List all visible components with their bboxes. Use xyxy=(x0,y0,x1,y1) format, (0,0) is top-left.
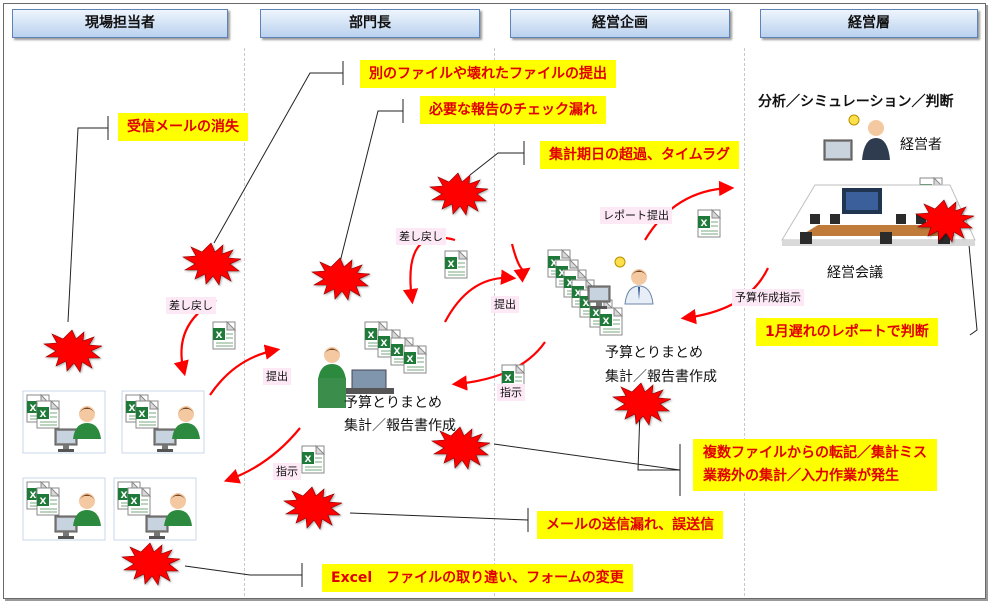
issue-callout-deadline: 集計期日の超過、タイムラグ xyxy=(540,141,740,169)
lane-divider xyxy=(244,48,245,596)
plan-task-label: 予算とりまとめ xyxy=(605,345,703,361)
dept-task-label: 集計／報告書作成 xyxy=(344,418,456,434)
flow-tag-dept-return: 差し戻し xyxy=(396,228,446,245)
issue-text-line: 複数ファイルからの転記／集計ミス xyxy=(703,445,927,461)
issue-callout-mail-lost: 受信メールの消失 xyxy=(118,113,248,141)
lane-header-field-staff: 現場担当者 xyxy=(12,9,228,38)
lane-header-planning: 経営企画 xyxy=(510,9,730,38)
lane-divider xyxy=(744,48,745,596)
planning-figure xyxy=(547,249,654,336)
issue-callout-mail-send: メールの送信漏れ、誤送信 xyxy=(537,511,724,539)
field-workstation xyxy=(113,477,197,541)
issue-callout-excel-mixup: Excel ファイルの取り違い、フォームの変更 xyxy=(322,564,633,592)
flow-tag-dept-instruct: 指示 xyxy=(497,384,525,401)
analysis-label: 分析／シミュレーション／判断 xyxy=(758,94,954,110)
field-workstation xyxy=(121,390,205,454)
issue-callout-wrong-file: 別のファイルや壊れたファイルの提出 xyxy=(360,60,616,88)
plan-task-label: 集計／報告書作成 xyxy=(605,369,717,385)
flow-tag-plan-instruct: 予算作成指示 xyxy=(732,289,804,306)
flow-tag-field-submit: 提出 xyxy=(263,368,291,385)
lane-header-dept-manager: 部門長 xyxy=(260,9,480,38)
issue-callout-late-report: 1月遅れのレポートで判断 xyxy=(756,318,938,346)
field-workstation xyxy=(22,477,106,541)
lane-divider xyxy=(494,48,495,596)
lane-header-executives: 経営層 xyxy=(760,9,978,38)
dept-manager-figure xyxy=(318,321,427,408)
field-workstation xyxy=(22,390,106,454)
issue-callout-check-miss: 必要な報告のチェック漏れ xyxy=(420,96,606,124)
issue-text-line: 業務外の集計／入力作業が発生 xyxy=(703,468,899,484)
executive-label: 経営者 xyxy=(900,137,942,153)
dept-task-label: 予算とりまとめ xyxy=(344,395,442,411)
flow-tag-plan-report: レポート提出 xyxy=(600,207,672,224)
meeting-label: 経営会議 xyxy=(827,265,883,281)
executive-figure xyxy=(823,114,890,161)
flow-tag-field-return: 差し戻し xyxy=(166,297,216,314)
flow-tag-dept-submit: 提出 xyxy=(491,296,519,313)
flow-tag-field-instruct: 指示 xyxy=(273,463,301,480)
issue-callout-transcription: 複数ファイルからの転記／集計ミス 業務外の集計／入力作業が発生 xyxy=(693,439,937,491)
